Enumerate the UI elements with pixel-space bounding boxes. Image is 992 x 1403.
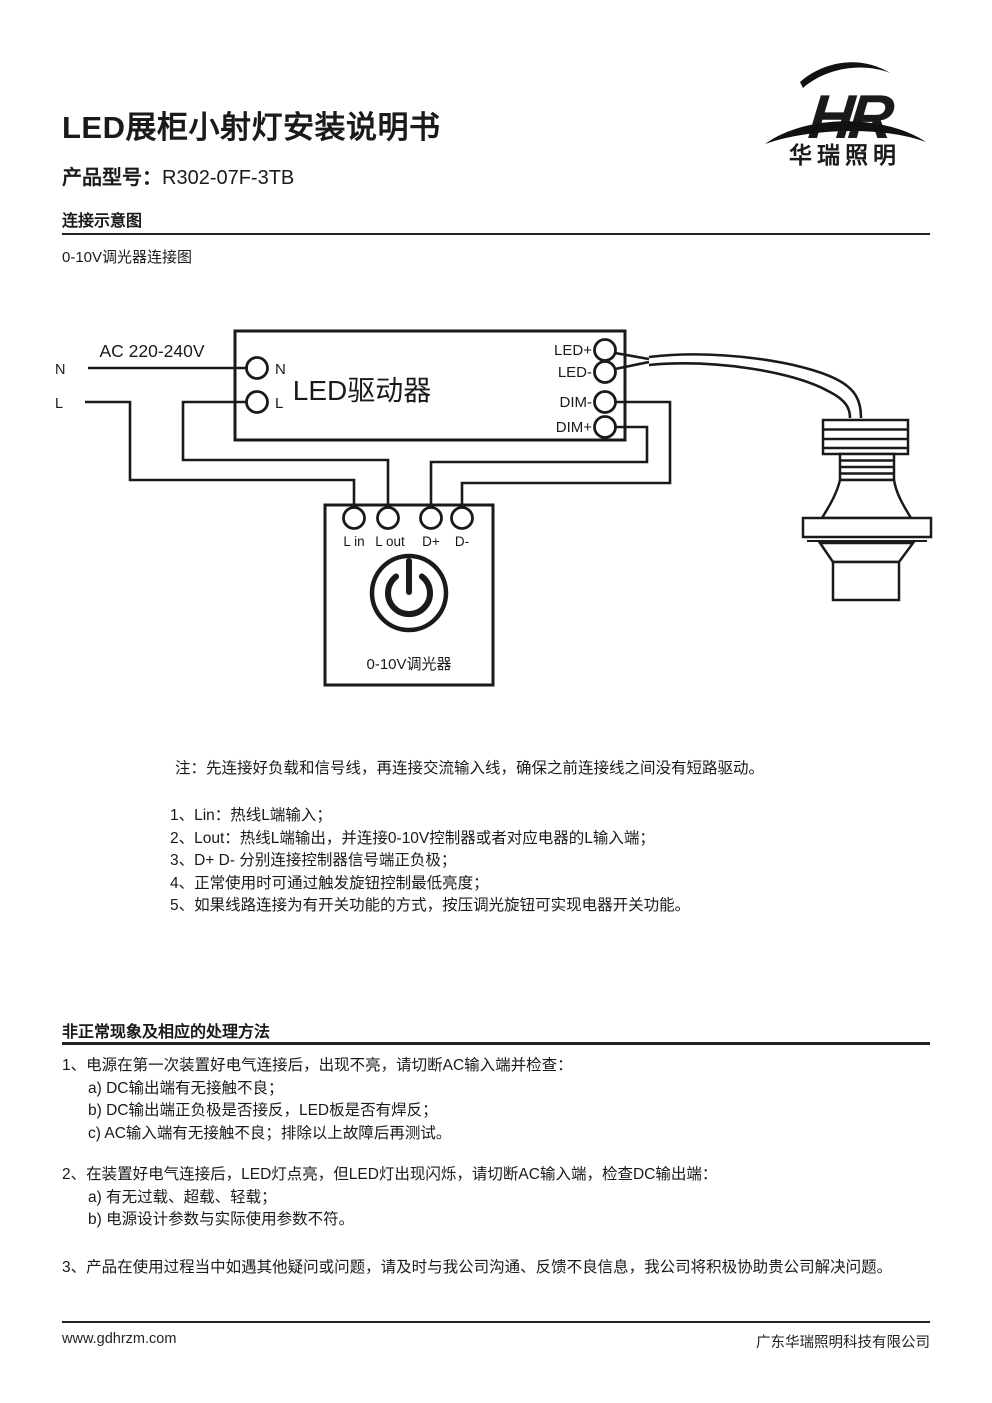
logo-monogram: HR — [805, 83, 897, 152]
label-ac-n: N — [55, 362, 65, 378]
terminal-d-minus — [450, 506, 474, 530]
product-model-label: 产品型号： — [62, 167, 162, 189]
wire-led-plus-lead — [614, 351, 650, 361]
label-driver-n: N — [275, 361, 286, 378]
list-item: 1、电源在第一次装置好电气连接后，出现不亮，请切断AC输入端并检查： — [62, 1057, 573, 1074]
terminal-l-out — [376, 506, 400, 530]
terminal-driver-n — [245, 356, 269, 380]
footer-website: www.gdhrzm.com — [62, 1331, 177, 1347]
label-driver-l: L — [275, 395, 283, 412]
terminal-led-minus — [593, 360, 617, 384]
label-l-out: L out — [375, 534, 405, 549]
list-item: 3、产品在使用过程当中如遇其他疑问或问题，请及时与我公司沟通、反馈不良信息，我公… — [62, 1259, 893, 1276]
list-subitem: b) DC输出端正负极是否接反，LED板是否有焊反； — [88, 1102, 438, 1119]
terminal-l-in — [342, 506, 366, 530]
lamp-trim-ring — [801, 516, 933, 539]
terminal-led-plus — [593, 338, 617, 362]
wires — [85, 351, 863, 508]
terminal-driver-l — [245, 390, 269, 414]
wire-led-minus-lead — [614, 360, 650, 371]
lamp-body-taper — [817, 541, 916, 564]
label-ac-voltage: AC 220-240V — [99, 341, 204, 361]
page-title: LED展柜小射灯安装说明书 — [62, 110, 441, 145]
list-item: 3、D+ D- 分别连接控制器信号端正负极； — [170, 852, 457, 869]
label-d-minus: D- — [455, 534, 469, 549]
lamp-bell — [819, 478, 914, 520]
wiring-diagram: AC 220-240V N L N L LED驱动器 LED+ LED- DIM… — [55, 329, 933, 687]
terminal-dim-minus — [593, 390, 617, 414]
wire-driver-l-to-lout — [181, 400, 390, 508]
logo-top-swoosh-icon — [800, 62, 890, 88]
label-ac-l: L — [55, 396, 63, 412]
label-led-minus: LED- — [558, 364, 592, 381]
wire-dim-minus-to-d-minus — [460, 400, 672, 508]
trouble-item-2: 2、在装置好电气连接后，LED灯点亮，但LED灯出现闪烁，请切断AC输入端，检查… — [62, 1164, 942, 1232]
led-driver-box — [233, 329, 627, 442]
wiring-note: 注：先连接好负载和信号线，再连接交流输入线，确保之前连接线之间没有短路驱动。 — [175, 760, 765, 777]
logo-bottom-swoosh-icon — [765, 121, 926, 144]
list-subitem: b) 电源设计参数与实际使用参数不符。 — [88, 1211, 355, 1228]
troubleshooting-rule — [62, 1042, 930, 1045]
list-subitem: c) AC输入端有无接触不良；排除以上故障后再测试。 — [88, 1124, 452, 1142]
list-item: 1、Lin：热线L端输入； — [170, 807, 332, 824]
lamp-cable-lower — [648, 362, 852, 419]
terminals — [245, 338, 617, 530]
list-item: 2、在装置好电气连接后，LED灯点亮，但LED灯出现闪烁，请切断AC输入端，检查… — [62, 1166, 718, 1183]
lamp-heatsink-fins — [823, 428, 908, 450]
label-dim-plus: DIM+ — [556, 419, 592, 436]
wire-dim-plus-to-d-plus — [429, 425, 649, 508]
list-item: 2、Lout：热线L端输出，并连接0-10V控制器或者对应电器的L输入端； — [170, 829, 655, 847]
terminal-d-plus — [419, 506, 443, 530]
list-item: 5、如果线路连接为有开关功能的方式，按压调光旋钮可实现电器开关功能。 — [170, 897, 691, 914]
list-subitem: a) 有无过载、超载、轻载； — [88, 1188, 277, 1206]
wiring-notes-list: 1、Lin：热线L端输入； 2、Lout：热线L端输出，并连接0-10V控制器或… — [170, 805, 690, 918]
lamp-cable-upper — [648, 353, 863, 419]
company-logo: HR 华瑞照明 — [765, 62, 926, 168]
label-d-plus: D+ — [422, 534, 440, 549]
section-heading-troubleshooting: 非正常现象及相应的处理方法 — [62, 1024, 271, 1041]
list-subitem: a) DC输出端有无接触不良； — [88, 1079, 284, 1097]
trouble-item-3: 3、产品在使用过程当中如遇其他疑问或问题，请及时与我公司沟通、反馈不良信息，我公… — [62, 1257, 942, 1280]
product-model-value: R302-07F-3TB — [162, 167, 295, 189]
subheading-dimmer-diagram: 0-10V调光器连接图 — [62, 249, 193, 266]
footer-rule — [62, 1321, 930, 1323]
lamp-illustration — [801, 418, 933, 602]
terminal-dim-plus — [593, 415, 617, 439]
section-heading-connection: 连接示意图 — [62, 213, 143, 230]
logo-name: 华瑞照明 — [789, 142, 901, 168]
power-icon — [369, 553, 449, 633]
wire-ac-l-to-lin — [85, 400, 356, 508]
footer-company: 广东华瑞照明科技有限公司 — [756, 1335, 930, 1351]
product-model: 产品型号：R302-07F-3TB — [62, 161, 294, 190]
connection-rule — [62, 233, 930, 235]
label-dimmer: 0-10V调光器 — [366, 656, 451, 673]
trouble-item-1: 1、电源在第一次装置好电气连接后，出现不亮，请切断AC输入端并检查： a) DC… — [62, 1055, 942, 1145]
label-l-in: L in — [343, 534, 364, 549]
lamp-body — [831, 560, 901, 602]
lamp-neck-ribs — [840, 459, 894, 475]
label-dim-minus: DIM- — [560, 394, 593, 411]
list-item: 4、正常使用时可通过触发旋钮控制最低亮度； — [170, 874, 489, 892]
label-led-driver: LED驱动器 — [293, 375, 431, 406]
label-led-plus: LED+ — [554, 342, 592, 359]
